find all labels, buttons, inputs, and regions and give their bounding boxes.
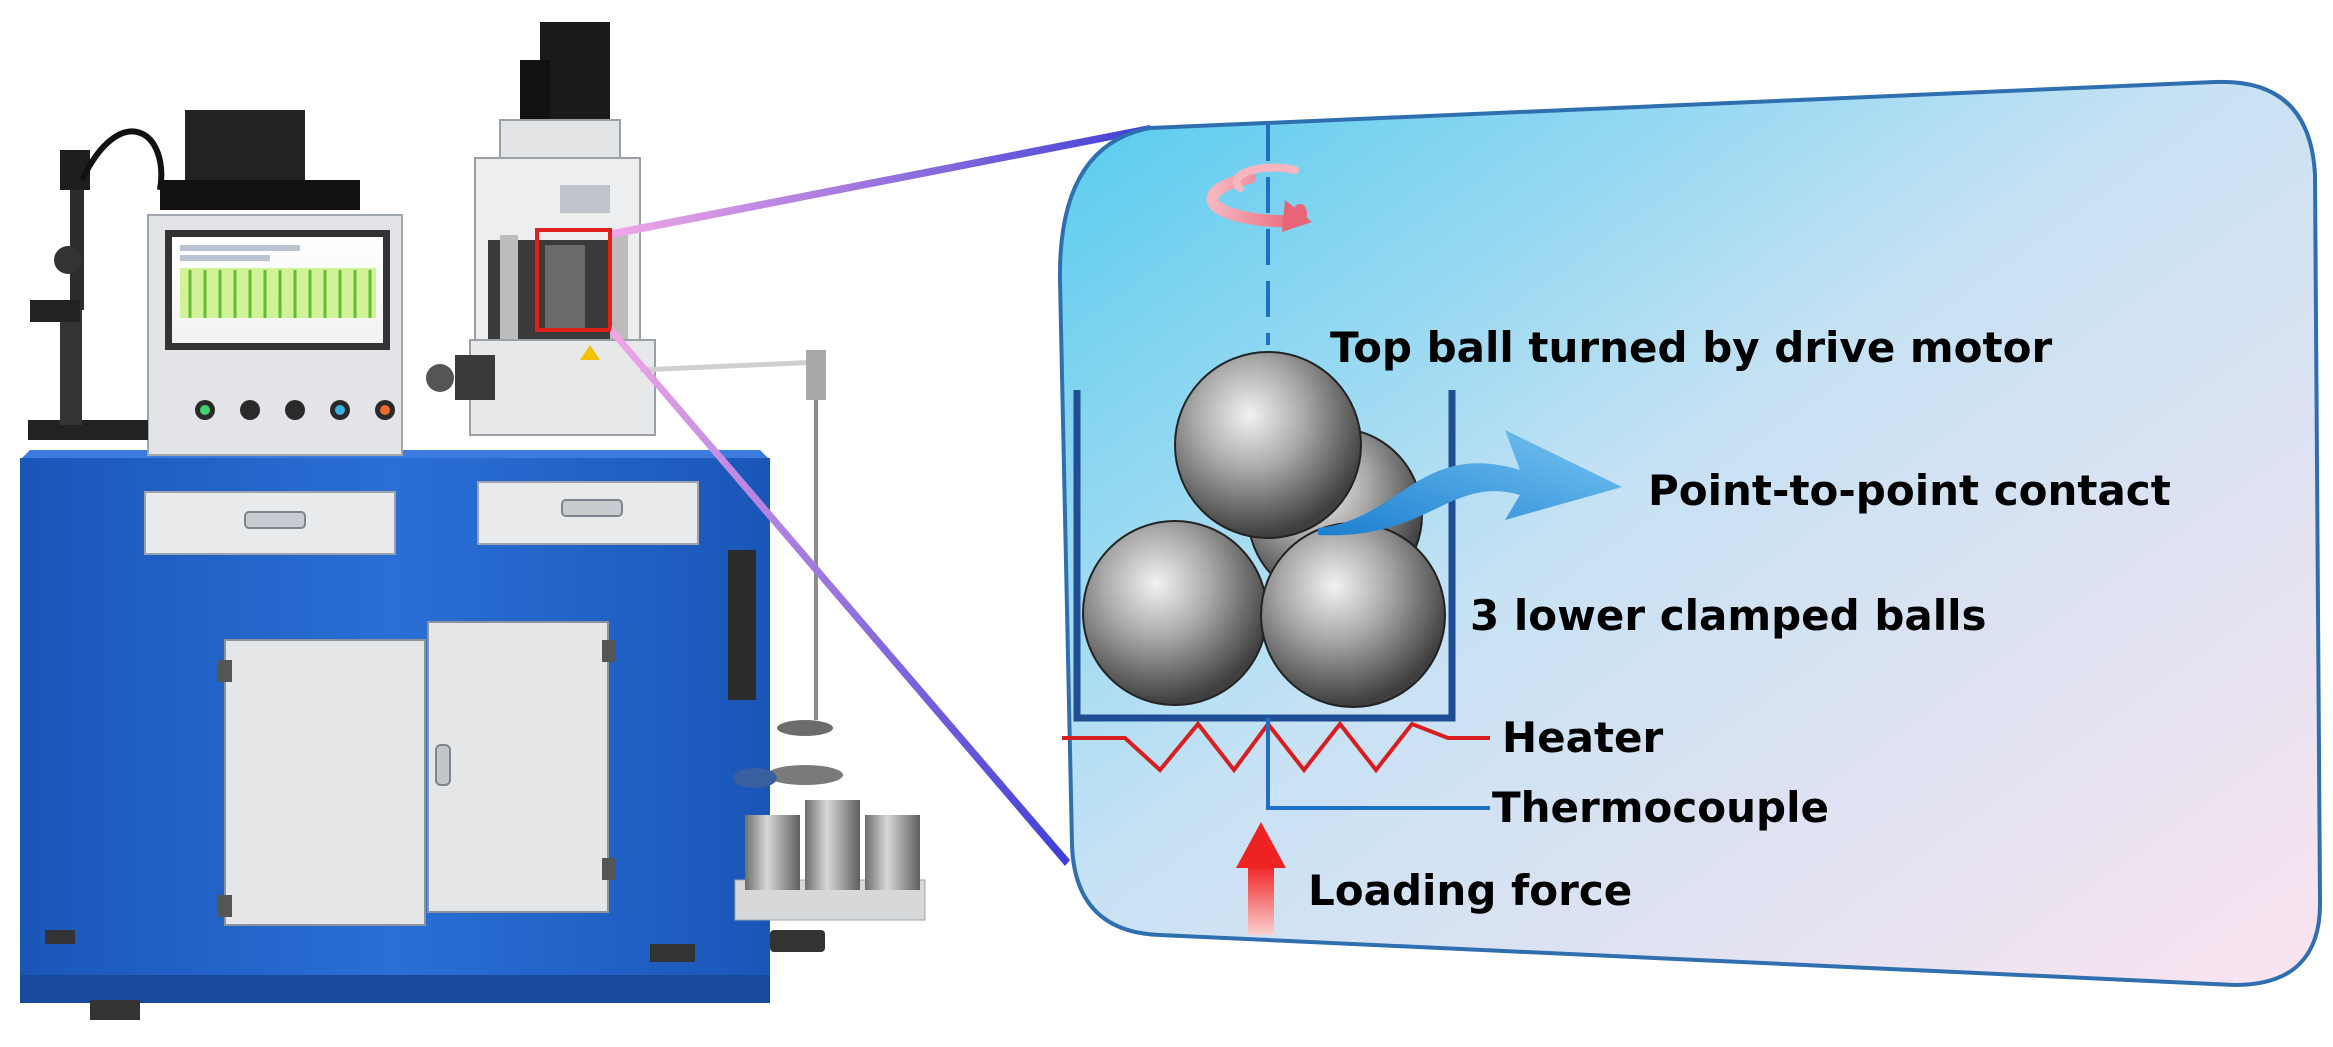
four-balls: [1082, 351, 1446, 708]
tribometer-machine: [20, 22, 926, 1020]
load-lever: [639, 350, 833, 736]
lower-ball-left: [1082, 520, 1268, 706]
heater-label: Heater: [1502, 713, 1664, 762]
microscope: [28, 128, 165, 440]
ball-cup: [1073, 390, 1456, 722]
test-weights: [733, 765, 926, 952]
top-ball: [1174, 351, 1362, 539]
zoom-connector-top: [612, 125, 1152, 238]
loading-force-arrow-icon: [1236, 822, 1286, 935]
control-computer: [147, 110, 403, 456]
rotation-arrow-icon: [1206, 163, 1312, 232]
zoom-connector-bottom: [610, 326, 1070, 866]
thermocouple-label: Thermocouple: [1492, 783, 1829, 832]
contact-arrow-icon: [1318, 430, 1622, 536]
thermocouple-wire: [1266, 718, 1490, 810]
lower-balls-label: 3 lower clamped balls: [1470, 591, 1987, 640]
heater-element: [1062, 720, 1490, 774]
contact-label: Point-to-point contact: [1648, 466, 2171, 515]
lower-ball-right: [1260, 522, 1446, 708]
test-head-tower: [426, 22, 656, 436]
loading-force-label: Loading force: [1308, 866, 1632, 915]
zoom-region-box: [535, 228, 612, 332]
callout-panel: [1057, 79, 2323, 988]
top-ball-label: Top ball turned by drive motor: [1330, 323, 2052, 372]
machine-cabinet: [20, 450, 770, 1020]
